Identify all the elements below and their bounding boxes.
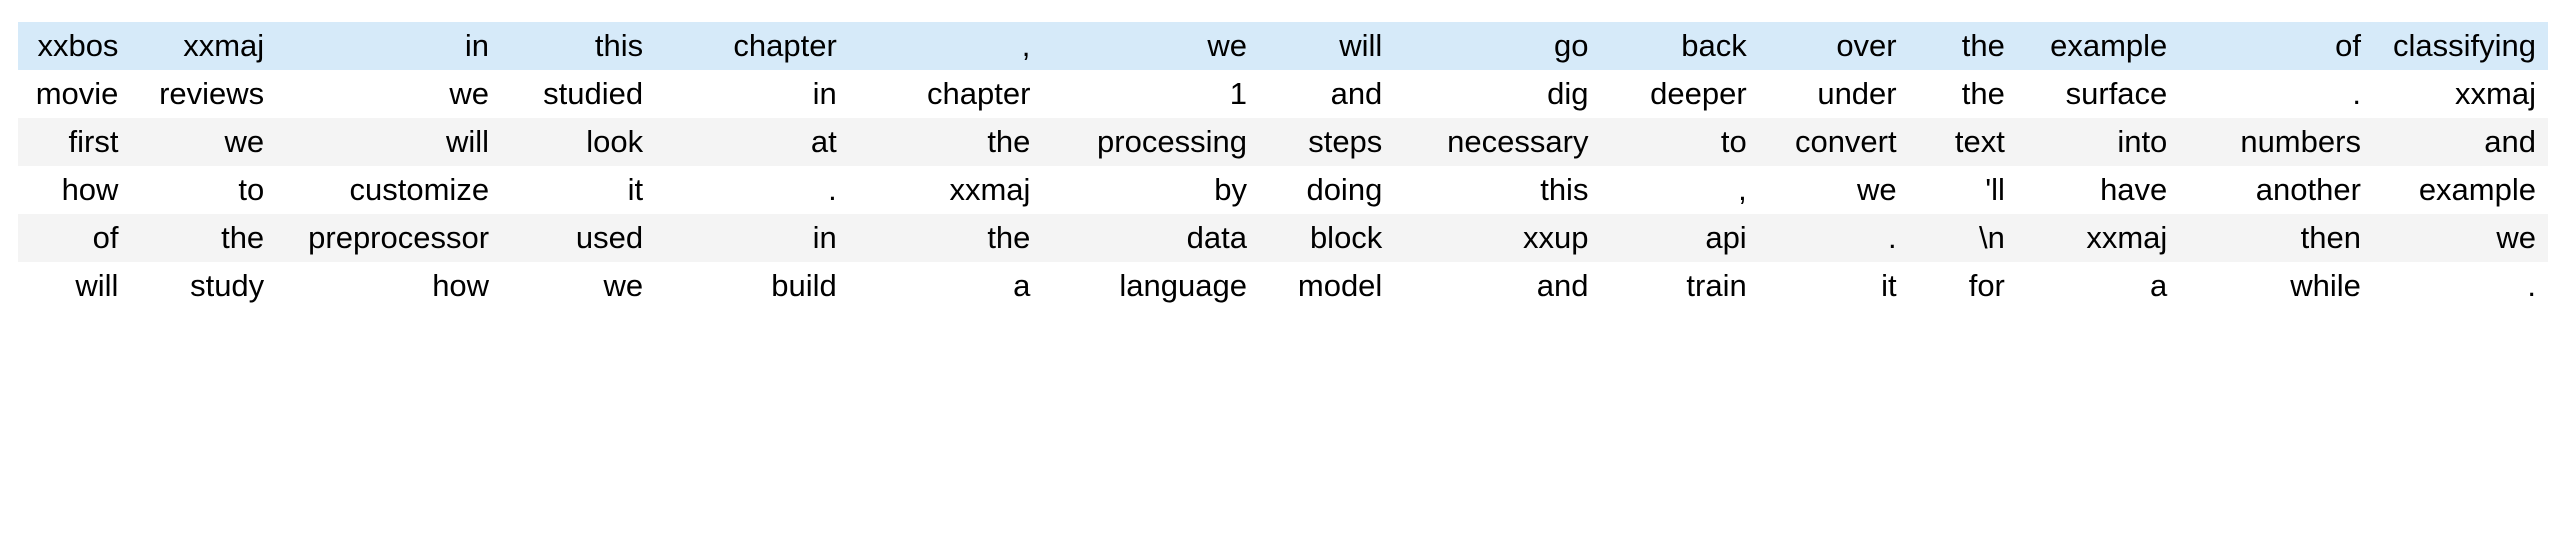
table-cell: look — [586, 124, 644, 159]
table-cell: for — [1968, 268, 2005, 303]
table-cell: we — [603, 268, 644, 303]
table-cell: the — [987, 124, 1031, 159]
table-cell: by — [1214, 172, 1247, 207]
table-cell: and — [2484, 124, 2536, 159]
table-cell: xxmaj — [2086, 220, 2168, 255]
table-cell: surface — [2065, 76, 2168, 111]
table-cell: processing — [1097, 124, 1247, 159]
tokenized-text-table-container: xxbos xxmaj in this chapter, we will go back over… — [18, 22, 2548, 310]
table-cell: movie — [35, 76, 119, 111]
table-cell: we — [224, 124, 265, 159]
table-row: movie reviews we studied in chapter 1 and dig dee… — [18, 70, 2548, 118]
table-cell: of — [92, 220, 119, 255]
table-cell: . — [828, 172, 837, 207]
table-cell: will — [75, 268, 119, 303]
table-cell: will — [446, 124, 490, 159]
table-cell: in — [812, 76, 837, 111]
table-header-cell: the — [1961, 28, 2005, 63]
table-cell: another — [2255, 172, 2361, 207]
table-header-cell: xxbos — [37, 28, 119, 63]
table-cell: the — [221, 220, 265, 255]
table-cell: \n — [1979, 220, 2005, 255]
table-cell: while — [2290, 268, 2361, 303]
table-cell: xxup — [1522, 220, 1589, 255]
table-cell: how — [61, 172, 119, 207]
table-header-cell: will — [1339, 28, 1383, 63]
table-cell: under — [1817, 76, 1897, 111]
table-cell: we — [449, 76, 490, 111]
table-row: first we will look at the processing steps neces… — [18, 118, 2548, 166]
table-header-cell: xxmaj — [183, 28, 265, 63]
table-cell: 'll — [1985, 172, 2005, 207]
table-cell: it — [1881, 268, 1897, 303]
table-cell: at — [810, 124, 837, 159]
table-row: will study how we build a language model and trai… — [18, 262, 2548, 310]
table-cell: language — [1119, 268, 1247, 303]
table-cell: api — [1705, 220, 1747, 255]
table-cell: . — [2352, 76, 2361, 111]
table-cell: block — [1309, 220, 1383, 255]
table-cell: . — [1888, 220, 1897, 255]
table-cell: and — [1536, 268, 1589, 303]
table-cell: to — [1720, 124, 1747, 159]
table-cell: text — [1954, 124, 2005, 159]
table-cell: this — [1540, 172, 1589, 207]
table-cell: doing — [1306, 172, 1383, 207]
table-cell: numbers — [2240, 124, 2361, 159]
table-header-cell: , — [1021, 28, 1031, 63]
table-header-cell: we — [1207, 28, 1247, 63]
table-cell: necessary — [1447, 124, 1589, 159]
table-header-row: xxbos xxmaj in this chapter, we will go back over… — [18, 22, 2548, 70]
table-cell: the — [987, 220, 1031, 255]
table-cell: have — [2100, 172, 2168, 207]
table-cell: convert — [1794, 124, 1897, 159]
table-cell: xxmaj — [949, 172, 1031, 207]
table-cell: study — [190, 268, 265, 303]
table-cell: steps — [1308, 124, 1383, 159]
table-header-cell: in — [464, 28, 490, 63]
table-body: xxbos xxmaj in this chapter, we will go back over… — [18, 22, 2548, 310]
table-cell: it — [627, 172, 644, 207]
table-header-cell: chapter — [733, 28, 837, 63]
table-cell: a — [2150, 268, 2168, 303]
table-header-cell: this — [594, 28, 644, 63]
table-cell: used — [575, 220, 644, 255]
table-cell: a — [1013, 268, 1031, 303]
table-header-cell: back — [1681, 28, 1747, 63]
table-cell: preprocessor — [308, 220, 490, 255]
table-header-cell: over — [1836, 28, 1897, 63]
table-cell: first — [68, 124, 119, 159]
table-cell: reviews — [159, 76, 265, 111]
table-cell: 1 — [1229, 76, 1247, 111]
table-cell: and — [1330, 76, 1383, 111]
table-cell: in — [812, 220, 837, 255]
table-cell: studied — [543, 76, 644, 111]
table-cell: , — [1738, 172, 1747, 207]
table-row: of the preprocessor used in the data block xxup a… — [18, 214, 2548, 262]
table-cell: then — [2300, 220, 2361, 255]
table-cell: the — [1961, 76, 2005, 111]
tokenized-text-table: xxbos xxmaj in this chapter, we will go back over… — [18, 22, 2548, 310]
table-cell: how — [432, 268, 490, 303]
table-cell: xxmaj — [2455, 76, 2536, 111]
table-cell: example — [2418, 172, 2536, 207]
table-header-cell: go — [1553, 28, 1589, 63]
table-cell: dig — [1547, 76, 1589, 111]
table-cell: . — [2527, 268, 2536, 303]
table-header-cell: of — [2335, 28, 2361, 63]
table-cell: chapter — [927, 76, 1031, 111]
table-cell: to — [238, 172, 265, 207]
table-cell: deeper — [1650, 76, 1747, 111]
table-cell: data — [1186, 220, 1247, 255]
table-row: how to customize it. xxmaj by doing this, we 'll h… — [18, 166, 2548, 214]
table-header-cell: classifying — [2393, 28, 2536, 63]
table-cell: we — [2496, 220, 2536, 255]
table-cell: build — [771, 268, 837, 303]
table-cell: into — [2117, 124, 2168, 159]
table-header-cell: example — [2050, 28, 2168, 63]
table-cell: model — [1297, 268, 1383, 303]
table-cell: train — [1686, 268, 1747, 303]
table-cell: customize — [349, 172, 490, 207]
table-cell: we — [1856, 172, 1897, 207]
